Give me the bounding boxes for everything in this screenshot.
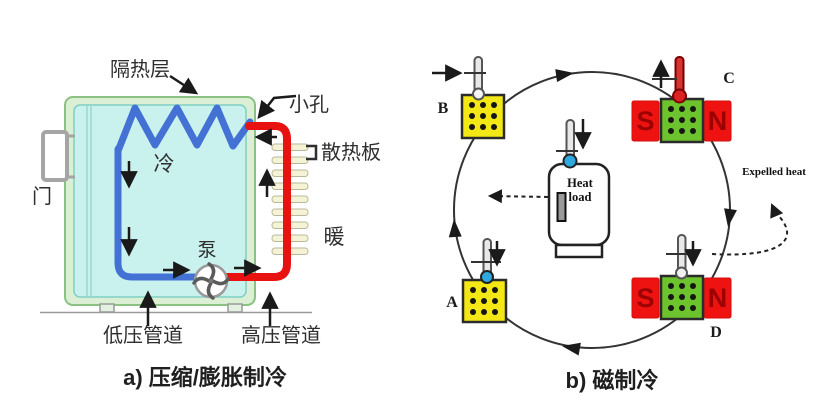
- heat-load-line1: Heat: [567, 176, 593, 190]
- heat-load-label: Heat load: [553, 176, 607, 205]
- thermometer-c-hot: [652, 56, 687, 104]
- pump-fan: [192, 262, 230, 300]
- caption-panel-a: a) 压缩/膨胀制冷: [123, 365, 287, 390]
- insulation-pointer-arrow: [169, 74, 199, 95]
- pump-label: 泵: [197, 240, 217, 261]
- thermometer-heat-load-cold: [556, 119, 578, 169]
- magnet-south-label: S: [636, 283, 655, 313]
- insulation-layer-label: 隔热层: [110, 59, 170, 81]
- magnet-south-c: [631, 100, 660, 142]
- thermometer-d: [666, 234, 690, 280]
- panel-a-arrows: [120, 74, 297, 326]
- panel-b-graphics: [432, 56, 788, 356]
- caption-panel-b: b) 磁制冷: [565, 368, 659, 393]
- cabinet-foot: [227, 303, 243, 313]
- thermometer-b: [464, 56, 486, 101]
- cold-label: 冷: [153, 152, 175, 176]
- magnet-south-label: S: [636, 106, 655, 136]
- heat-sink-plate-label: 散热板: [321, 142, 381, 164]
- cycle-direction-arrows: [448, 69, 737, 356]
- high-pressure-pipe-label: 高压管道: [241, 325, 321, 347]
- low-pressure-pipe-label: 低压管道: [103, 325, 183, 347]
- cycle-arrow-top-icon: [555, 69, 574, 82]
- stage-d-label: D: [710, 324, 722, 341]
- warm-label: 暖: [323, 225, 345, 249]
- heat-absorb-dashed-arrow: [487, 189, 549, 204]
- stage-a-label: A: [446, 294, 458, 311]
- expelled-heat-label: Expelled heat: [742, 166, 806, 178]
- magnet-north-label: N: [707, 106, 728, 136]
- heat-load-tank: [547, 162, 611, 259]
- magnet-south-d: [631, 277, 660, 319]
- stage-c-label: C: [723, 70, 735, 87]
- small-hole-pointer-arrow: [257, 94, 297, 120]
- cold-pipe: [114, 104, 254, 281]
- cycle-arrow-left-icon: [448, 219, 462, 238]
- cabinet-foot: [99, 303, 115, 313]
- heat-load-line2: load: [568, 190, 592, 205]
- tank-slot: [556, 192, 567, 222]
- cycle-arrow-right-icon: [724, 208, 737, 227]
- hot-pipe: [221, 122, 291, 281]
- panel-b-arrows: [432, 59, 702, 267]
- small-hole-label: 小孔: [289, 94, 329, 116]
- magnet-north-label: N: [707, 283, 728, 313]
- panel-a-graphics: [40, 74, 318, 326]
- expelled-heat-dashed-arrow: [711, 203, 788, 256]
- cycle-arrow-bottom-icon: [562, 342, 581, 356]
- heat-sink-bracket-icon: [306, 144, 318, 161]
- door-label: 门: [32, 186, 52, 208]
- magnets: [631, 100, 732, 319]
- door-handle: [41, 130, 75, 182]
- stage-b-label: B: [437, 100, 449, 117]
